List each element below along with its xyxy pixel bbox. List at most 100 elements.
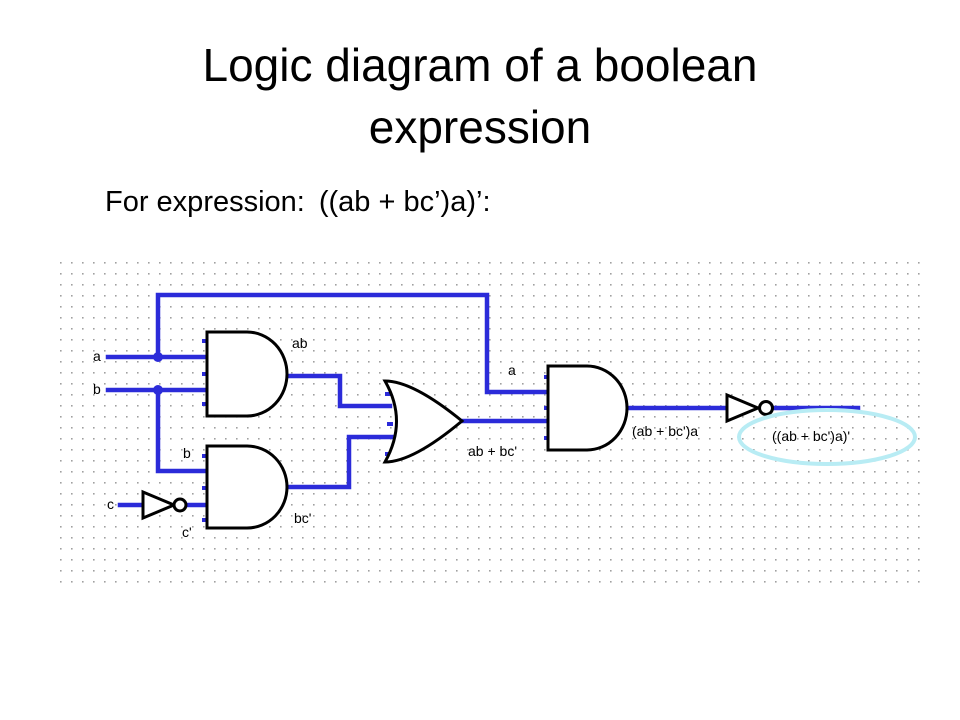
grid-dot [918, 372, 920, 374]
grid-dot [885, 537, 887, 539]
grid-dot [379, 284, 381, 286]
grid-dot [610, 581, 612, 583]
grid-dot [544, 372, 546, 374]
grid-dot [797, 317, 799, 319]
grid-dot [533, 405, 535, 407]
grid-dot [104, 438, 106, 440]
grid-dot [698, 493, 700, 495]
grid-dot [918, 482, 920, 484]
grid-dot [511, 427, 513, 429]
grid-dot [445, 383, 447, 385]
grid-dot [676, 383, 678, 385]
grid-dot [60, 383, 62, 385]
grid-dot [357, 581, 359, 583]
grid-dot [698, 273, 700, 275]
grid-dot [687, 438, 689, 440]
grid-dot [368, 372, 370, 374]
grid-dot [170, 405, 172, 407]
grid-dot [467, 504, 469, 506]
grid-dot [885, 427, 887, 429]
grid-dot [115, 526, 117, 528]
grid-dot [753, 361, 755, 363]
grid-dot [643, 273, 645, 275]
grid-dot [566, 504, 568, 506]
grid-dot [852, 482, 854, 484]
grid-dot [698, 449, 700, 451]
grid-dot [797, 350, 799, 352]
grid-dot [93, 284, 95, 286]
grid-dot [82, 295, 84, 297]
grid-dot [698, 262, 700, 264]
grid-dot [82, 471, 84, 473]
grid-dot [643, 515, 645, 517]
grid-dot [885, 482, 887, 484]
grid-dot [841, 559, 843, 561]
grid-dot [137, 372, 139, 374]
grid-dot [896, 328, 898, 330]
grid-dot [808, 548, 810, 550]
grid-dot [753, 537, 755, 539]
subtitle-prefix: For expression: [105, 186, 305, 218]
slide-title: Logic diagram of a boolean expression [0, 34, 960, 158]
grid-dot [687, 284, 689, 286]
grid-dot [71, 460, 73, 462]
grid-dot [423, 350, 425, 352]
grid-dot [236, 262, 238, 264]
grid-dot [324, 273, 326, 275]
grid-dot [423, 372, 425, 374]
grid-dot [280, 328, 282, 330]
grid-dot [753, 350, 755, 352]
grid-dot [632, 471, 634, 473]
grid-dot [423, 504, 425, 506]
grid-dot [885, 471, 887, 473]
grid-dot [489, 383, 491, 385]
grid-dot [731, 504, 733, 506]
grid-dot [720, 339, 722, 341]
grid-dot [643, 438, 645, 440]
grid-dot [808, 438, 810, 440]
grid-dot [489, 306, 491, 308]
grid-dot [423, 559, 425, 561]
grid-dot [434, 372, 436, 374]
grid-dot [192, 394, 194, 396]
grid-dot [533, 273, 535, 275]
grid-dot [775, 471, 777, 473]
grid-dot [907, 570, 909, 572]
grid-dot [71, 537, 73, 539]
grid-dot [390, 284, 392, 286]
grid-dot [830, 284, 832, 286]
grid-dot [665, 471, 667, 473]
grid-dot [610, 350, 612, 352]
grid-dot [71, 317, 73, 319]
grid-dot [632, 339, 634, 341]
grid-dot [60, 537, 62, 539]
grid-dot [159, 383, 161, 385]
grid-dot [346, 581, 348, 583]
grid-dot [60, 317, 62, 319]
grid-dot [258, 537, 260, 539]
grid-dot [181, 427, 183, 429]
grid-dot [577, 328, 579, 330]
grid-dot [368, 284, 370, 286]
grid-dot [60, 339, 62, 341]
grid-dot [610, 548, 612, 550]
grid-dot [632, 284, 634, 286]
grid-dot [720, 449, 722, 451]
grid-dot [236, 570, 238, 572]
grid-dot [533, 526, 535, 528]
grid-dot [511, 471, 513, 473]
grid-dot [313, 559, 315, 561]
grid-dot [874, 394, 876, 396]
grid-dot [874, 427, 876, 429]
grid-dot [324, 471, 326, 473]
grid-dot [511, 405, 513, 407]
grid-dot [401, 262, 403, 264]
grid-dot [687, 383, 689, 385]
grid-dot [797, 306, 799, 308]
grid-dot [346, 339, 348, 341]
grid-dot [621, 295, 623, 297]
grid-dot [225, 548, 227, 550]
grid-dot [302, 504, 304, 506]
grid-dot [467, 361, 469, 363]
grid-dot [665, 262, 667, 264]
